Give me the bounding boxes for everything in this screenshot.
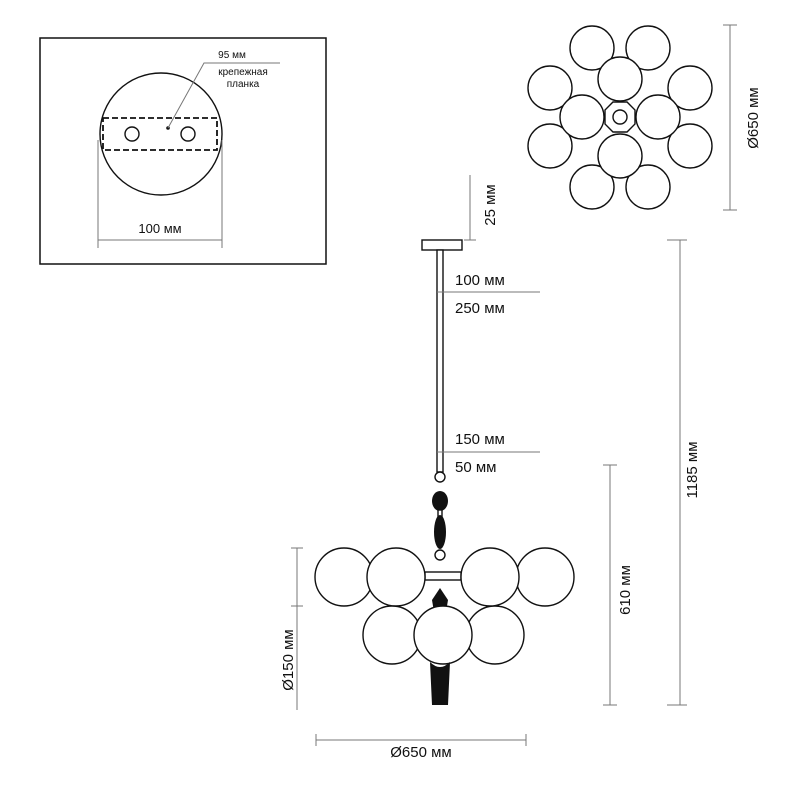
globe (625, 164, 671, 210)
globe (314, 547, 374, 607)
globe (362, 605, 422, 665)
plate-length-label: 95 мм (218, 50, 246, 61)
rod (436, 249, 444, 473)
globe (559, 94, 605, 140)
mounting-plate (102, 117, 218, 151)
width-label: Ø650 мм (390, 744, 452, 761)
globe (527, 123, 573, 169)
plate-label-2: планка (227, 79, 260, 90)
globe (460, 547, 520, 607)
globe (366, 547, 426, 607)
total-height-label: 1185 мм (684, 441, 701, 498)
globe (515, 547, 575, 607)
globe (635, 94, 681, 140)
body-height-label: 610 мм (617, 565, 634, 615)
globe (413, 605, 473, 665)
globe (667, 123, 713, 169)
screw-hole (124, 126, 140, 142)
globe (597, 56, 643, 102)
canopy-diameter-label: 100 мм (138, 221, 181, 236)
globe (667, 65, 713, 111)
rod-1-bottom-label: 250 мм (455, 300, 505, 317)
globe (569, 25, 615, 71)
globe-diameter-label: Ø150 мм (280, 629, 297, 691)
rod-2-top-label: 150 мм (455, 431, 505, 448)
globe (625, 25, 671, 71)
mount-detail: 95 мм крепежная планка 100 мм (39, 37, 327, 265)
plate-label-1: крепежная (218, 67, 268, 78)
globe (569, 164, 615, 210)
canopy (421, 239, 463, 251)
hub-center (612, 109, 628, 125)
top-diameter-label: Ø650 мм (745, 87, 762, 149)
finial (430, 662, 450, 705)
canopy-height-label: 25 мм (482, 184, 499, 225)
screw-hole (180, 126, 196, 142)
globe (597, 133, 643, 179)
side-view: 25 мм 100 мм 250 мм 150 мм 50 мм Ø150 мм… (280, 175, 701, 761)
globe (465, 605, 525, 665)
rod-2-bottom-label: 50 мм (455, 459, 496, 476)
crossbar (424, 571, 462, 581)
top-view (527, 25, 713, 210)
rod-1-top-label: 100 мм (455, 272, 505, 289)
leader-line (167, 62, 280, 129)
globe (527, 65, 573, 111)
canopy-circle (99, 72, 223, 196)
